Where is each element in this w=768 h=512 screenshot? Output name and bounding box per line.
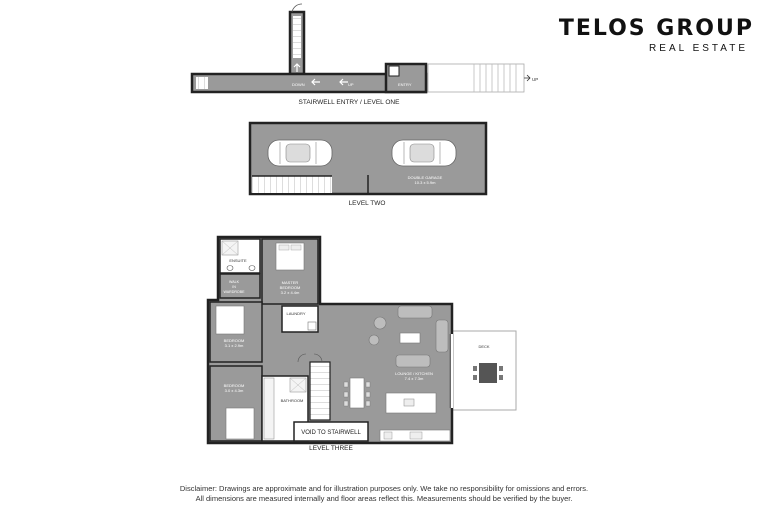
arrow-up-icon (293, 63, 301, 72)
double-garage-size: 10.3 x 5.9m (415, 180, 437, 185)
coffee-table-icon (399, 332, 421, 344)
disclaimer-line-1: Disclaimer: Drawings are approximate and… (179, 484, 589, 493)
disclaimer-line-2: All dimensions are measured internally a… (195, 494, 573, 503)
bedroom-b-label: BEDROOM (224, 383, 245, 388)
level-two-title: LEVEL TWO (349, 200, 386, 207)
arrow-left-icon (311, 78, 320, 86)
walk-in-wardrobe-label-1: WALK (229, 280, 240, 284)
up-external-label: UP (532, 77, 538, 82)
deck-label: DECK (478, 344, 489, 349)
corridor-stair (196, 77, 208, 89)
bed-icon-2 (215, 305, 245, 335)
master-bedroom-label-2: BEDROOM (280, 285, 301, 290)
entry-closet (388, 65, 400, 77)
void-to-stairwell-label: VOID TO STAIRWELL (301, 430, 361, 436)
walk-in-wardrobe (219, 273, 261, 299)
walk-in-wardrobe-label-3: WARDROBE (223, 290, 245, 294)
up-arrow-icon (524, 74, 531, 82)
bedroom-b-size: 3.0 x 4.3m (225, 388, 244, 393)
lounge-kitchen-label: LOUNGE / KITCHEN (395, 371, 433, 376)
door-swing (297, 353, 323, 363)
level-one-title: STAIRWELL ENTRY / LEVEL ONE (299, 99, 401, 106)
stairwell (309, 361, 331, 421)
bedroom-a-label: BEDROOM (224, 338, 245, 343)
bathroom-label: BATHROOM (281, 398, 304, 403)
up-label: UP (348, 82, 354, 87)
level-three-title: LEVEL THREE (309, 445, 353, 452)
armchair-icon (373, 316, 387, 330)
void-to-stairwell (293, 421, 369, 442)
sink-icon (403, 398, 415, 407)
down-label: DOWN (292, 82, 305, 87)
entry-room (384, 62, 428, 94)
master-bedroom-label: MASTER (282, 280, 299, 285)
bathtub-icon (263, 377, 275, 440)
dining-table-icon (343, 377, 371, 409)
brand-logo: TELOS GROUP REAL ESTATE (559, 16, 754, 54)
ensuite-label: ENSUITE (229, 258, 247, 263)
level-three: DECK ENSUITE WALK IN WARDROBE MASTER BED… (206, 235, 517, 452)
laundry-label: LAUNDRY (286, 311, 305, 316)
brand-tagline: REAL ESTATE (649, 43, 748, 54)
car-icon-2 (391, 139, 457, 167)
armchair-icon-2 (368, 334, 380, 346)
arrow-left-icon-2 (339, 78, 348, 86)
outdoor-table-icon (473, 363, 503, 383)
bed-icon-3 (225, 407, 255, 440)
garage-stair (252, 176, 332, 193)
bedroom-a-size: 3.1 x 2.9m (225, 343, 244, 348)
walk-in-wardrobe-label-2: IN (232, 285, 236, 289)
master-bedroom-size: 3.2 x 4.4m (281, 290, 300, 295)
car-icon (267, 139, 333, 167)
level-one: DOWN UP ENTRY UP STAIRWELL ENTRY / LEVEL… (190, 3, 538, 106)
sofa-icon (395, 305, 449, 368)
double-garage-label: DOUBLE GARAGE (408, 175, 443, 180)
level-two: DOUBLE GARAGE 10.3 x 5.9m LEVEL TWO (248, 121, 488, 207)
brand-name: TELOS GROUP (558, 16, 754, 41)
disclaimer: Disclaimer: Drawings are approximate and… (0, 484, 768, 504)
entry-stair (293, 16, 301, 58)
entry-label: ENTRY (398, 82, 412, 87)
lounge-kitchen-size: 7.4 x 7.3m (405, 376, 424, 381)
entry-door-swing (291, 3, 303, 13)
